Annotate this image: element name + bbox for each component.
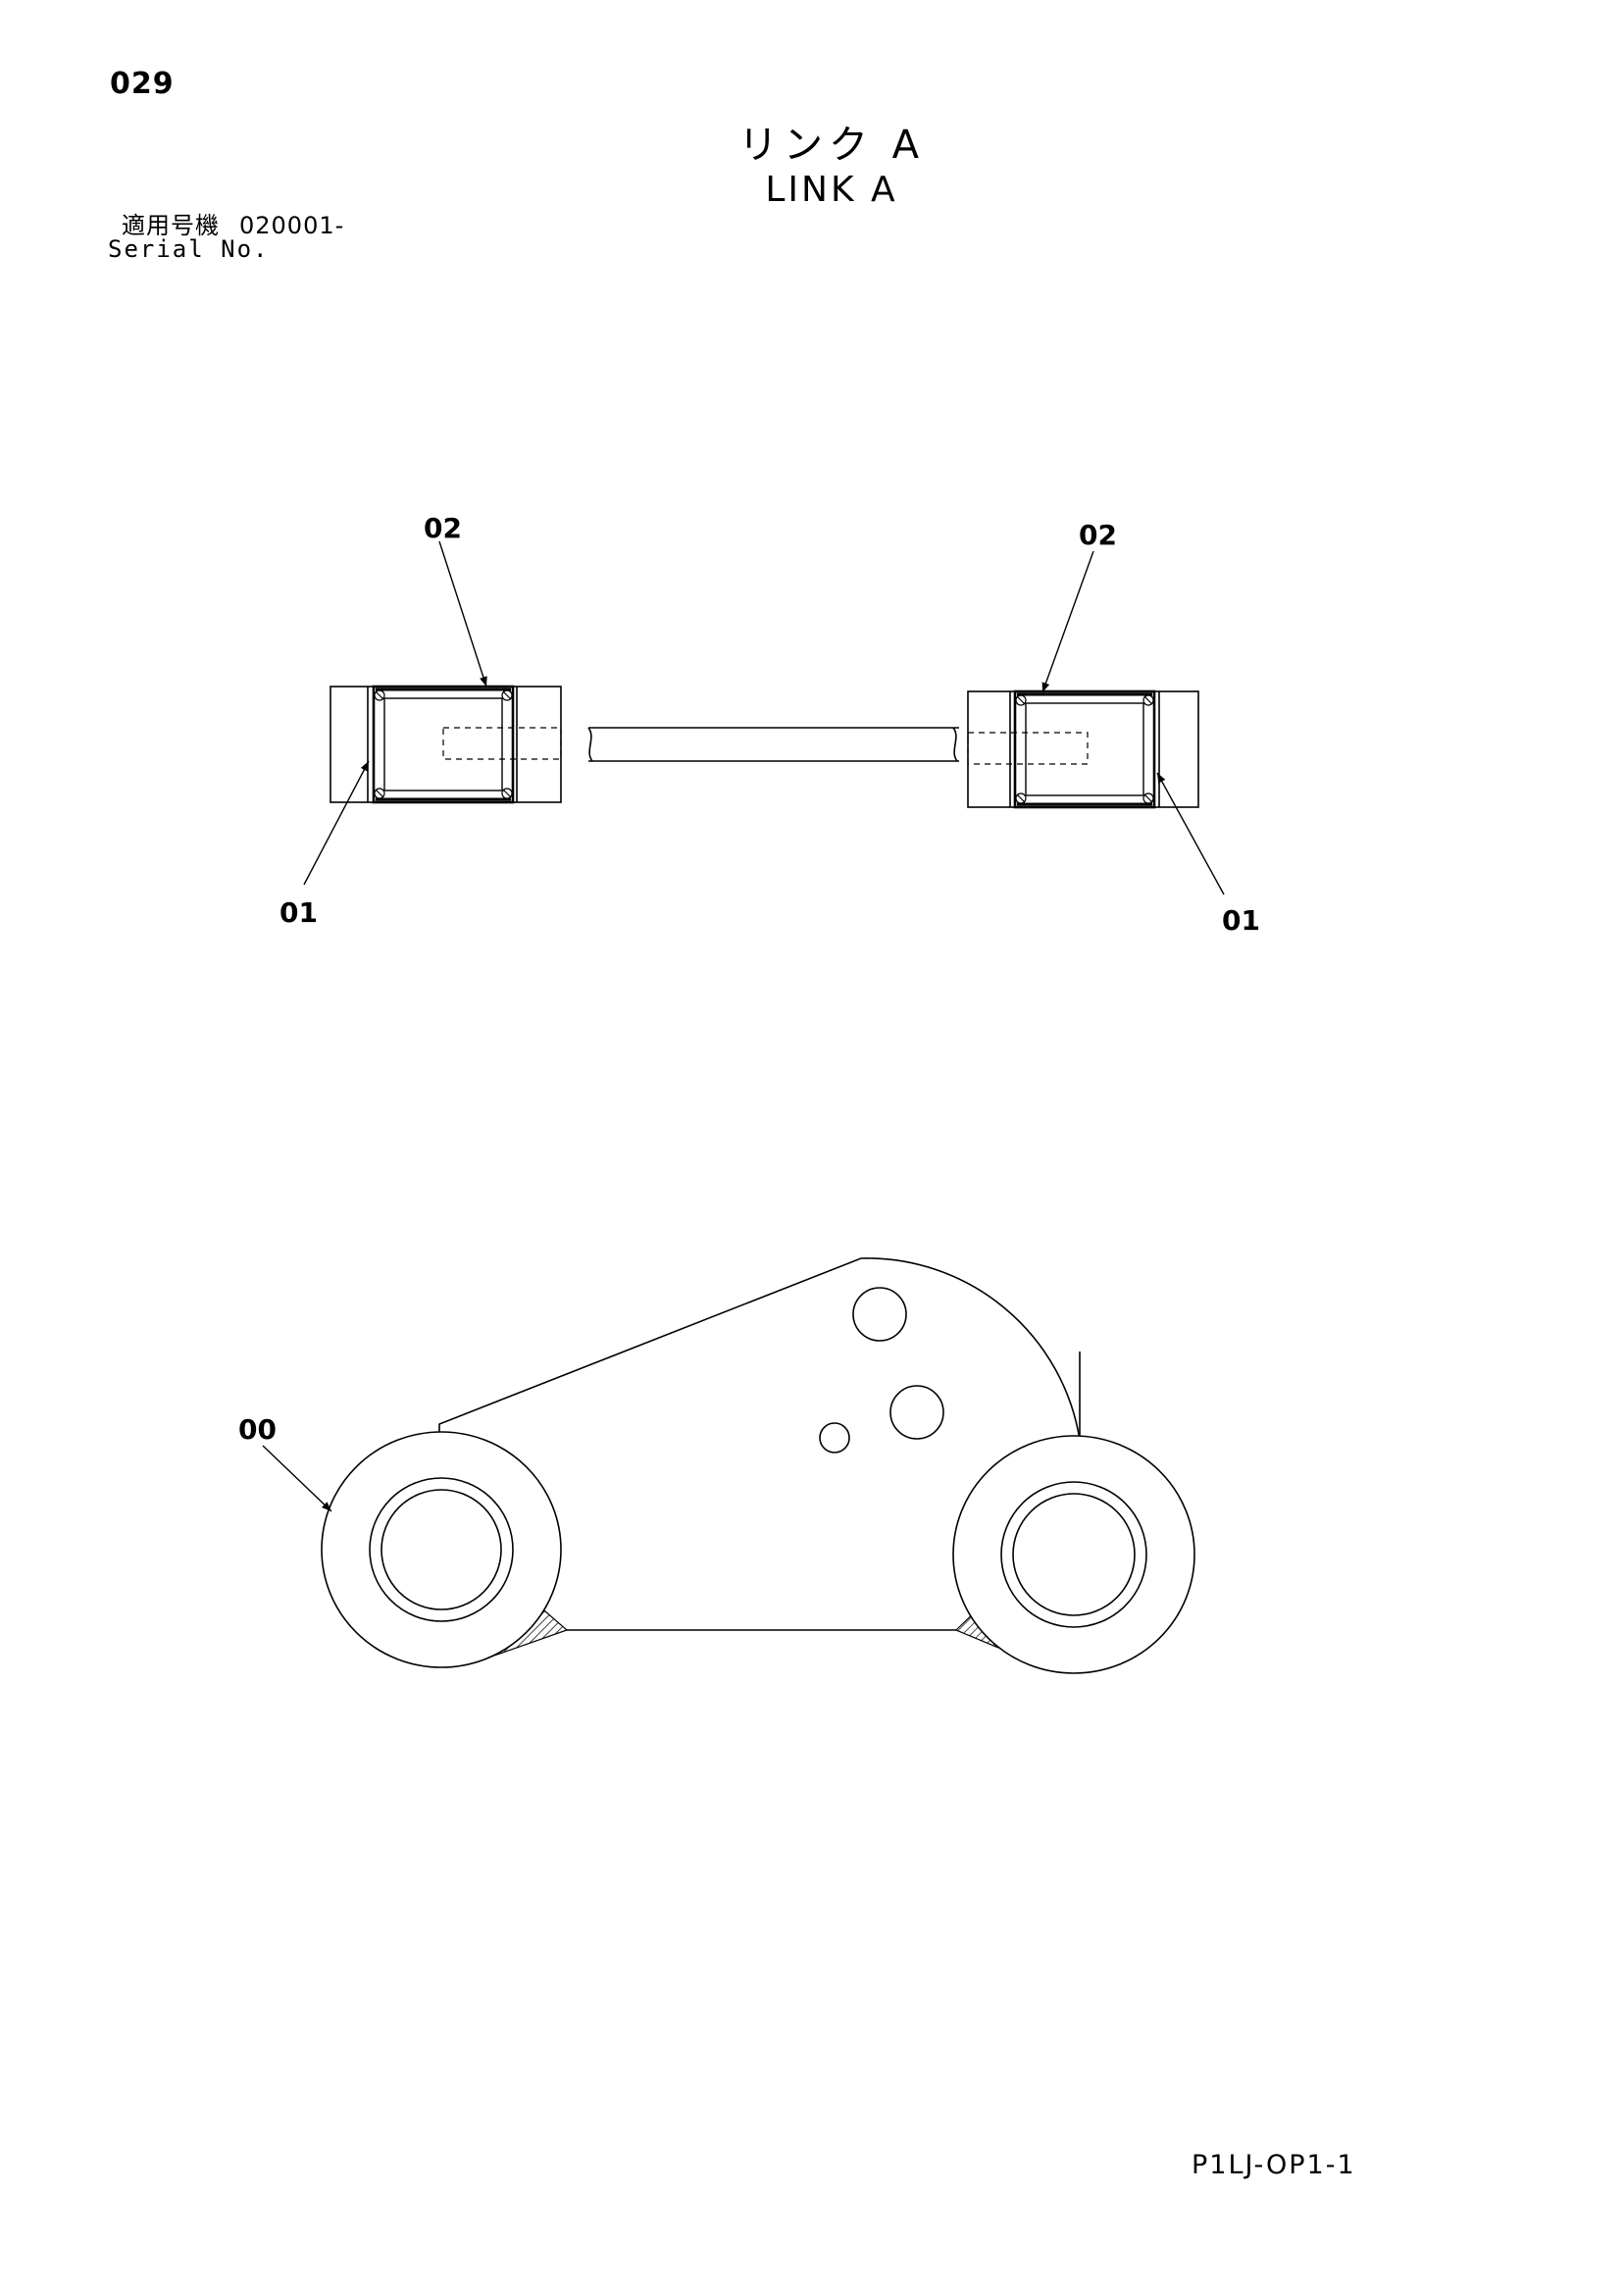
page-number: 029: [110, 67, 175, 101]
plate-hole-upper: [852, 1287, 907, 1342]
title-block: リンク A LINK A: [0, 122, 1624, 212]
leader-bottom-left-01: [303, 760, 370, 886]
plate-hole-right: [889, 1385, 944, 1440]
serial-label-japanese: 適用号機: [122, 212, 220, 239]
leader-top-left-02: [438, 540, 487, 688]
callout-bottom-right-01: 01: [1222, 904, 1260, 937]
callout-bottom-left-01: 01: [279, 896, 318, 929]
callout-top-right-02: 02: [1079, 519, 1117, 551]
callout-top-left-02: 02: [424, 512, 462, 544]
link-web: [587, 727, 959, 762]
title-english: LINK A: [765, 170, 898, 210]
right-boss: [967, 689, 1199, 809]
document-code: P1LJ-OP1-1: [1192, 2150, 1356, 2180]
serial-value: 020001-: [239, 212, 345, 239]
leader-top-right-02: [1041, 550, 1094, 693]
right-boss-side: [952, 1435, 1195, 1674]
leader-bottom-right-01: [1156, 772, 1225, 895]
left-seals: [374, 689, 513, 799]
leader-link-00: [262, 1445, 332, 1512]
left-boss: [330, 685, 562, 804]
serial-block: 適用号機 020001- Serial No.: [108, 214, 344, 261]
callout-link-00: 00: [238, 1413, 277, 1446]
right-seals: [1015, 694, 1154, 804]
serial-label-english: Serial No.: [108, 235, 270, 263]
link-side-view: [262, 1257, 1195, 1674]
link-top-view: [303, 540, 1225, 895]
link-plate-outline: [438, 1257, 1081, 1441]
title-japanese: リンク A: [737, 123, 926, 168]
left-bushing: [372, 685, 515, 804]
left-boss-side: [321, 1431, 562, 1668]
plate-hole-small: [819, 1422, 850, 1454]
right-bushing: [1013, 689, 1156, 809]
